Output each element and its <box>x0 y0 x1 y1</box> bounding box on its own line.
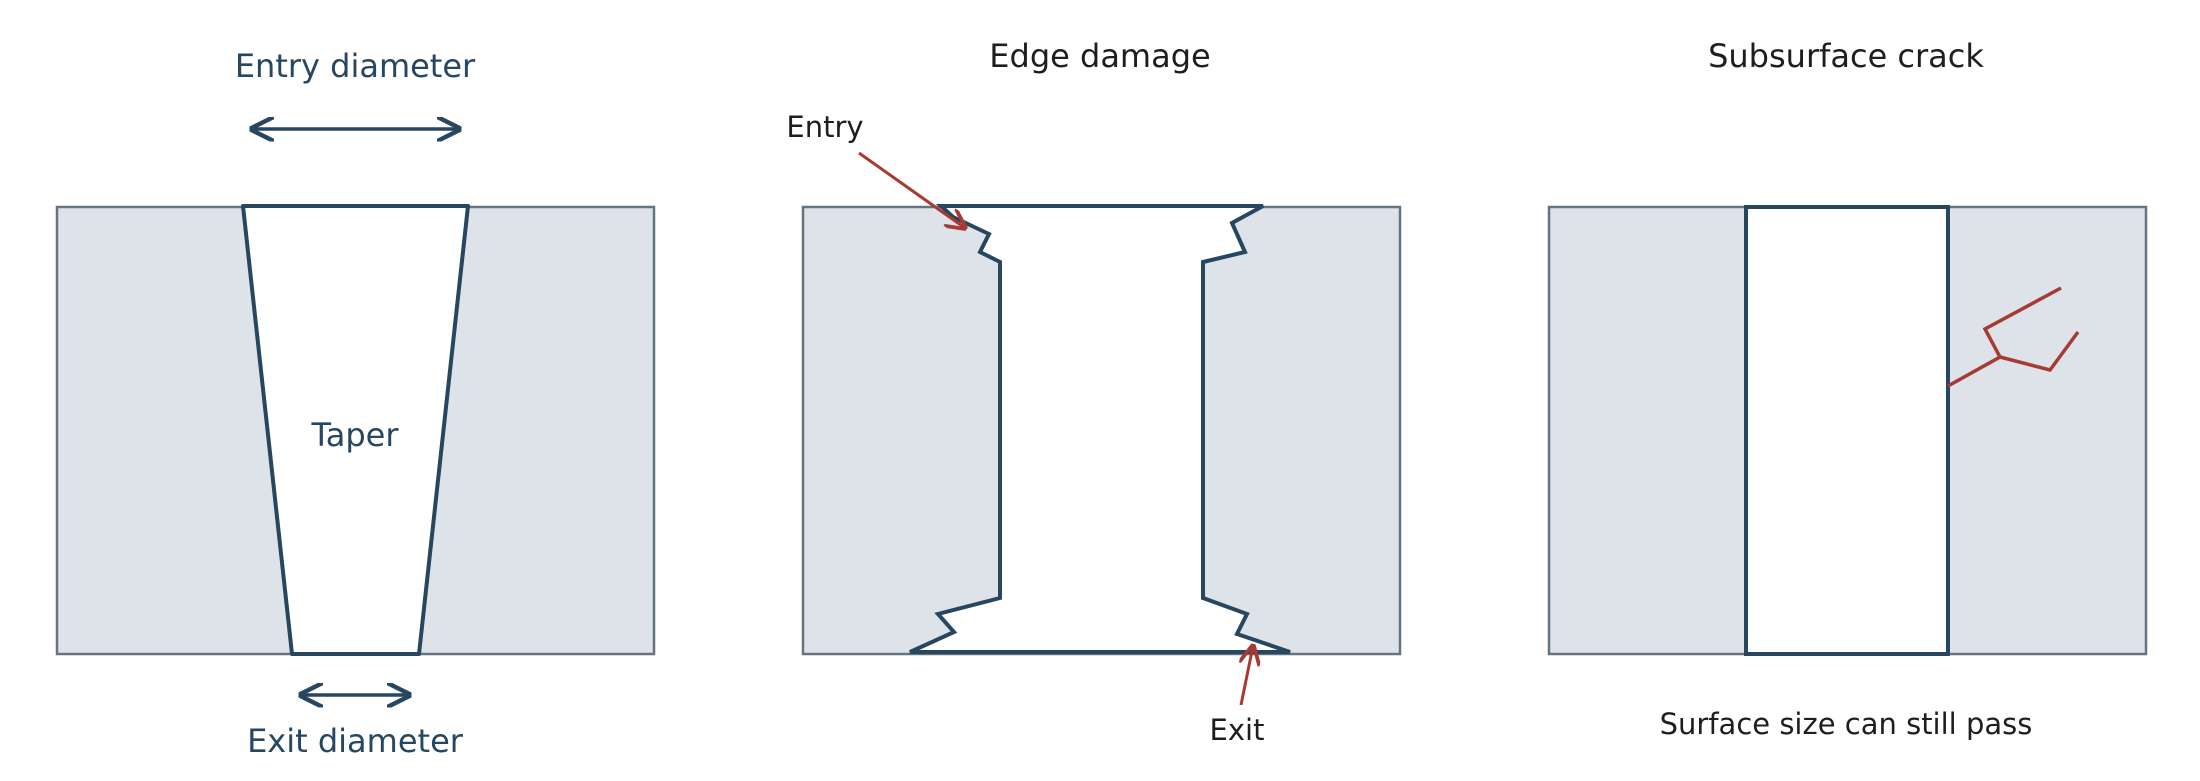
edge-damage-panel: Edge damage Entry Exit <box>786 37 1402 747</box>
subsurface-crack <box>1947 286 2062 388</box>
subsurface-crack-branch <box>1999 330 2080 372</box>
entry-diameter-label: Entry diameter <box>235 47 476 85</box>
subsurface-caption: Surface size can still pass <box>1660 707 2033 741</box>
damaged-hole <box>909 204 1291 654</box>
exit-arrow <box>1241 646 1253 706</box>
tapered-hole <box>241 204 470 656</box>
entry-arrow <box>858 151 965 228</box>
subsurface-crack-title: Subsurface crack <box>1708 37 1984 75</box>
taper-label: Taper <box>310 416 399 454</box>
exit-diameter-label: Exit diameter <box>247 722 464 760</box>
entry-label: Entry <box>786 110 863 144</box>
edge-damage-title: Edge damage <box>989 37 1210 75</box>
taper-panel: Entry diameter Taper Exit diameter <box>55 47 656 760</box>
subsurface-crack-panel: Subsurface crack Surface size can still … <box>1547 37 2148 741</box>
exit-label: Exit <box>1210 713 1265 747</box>
straight-hole <box>1744 205 1950 656</box>
